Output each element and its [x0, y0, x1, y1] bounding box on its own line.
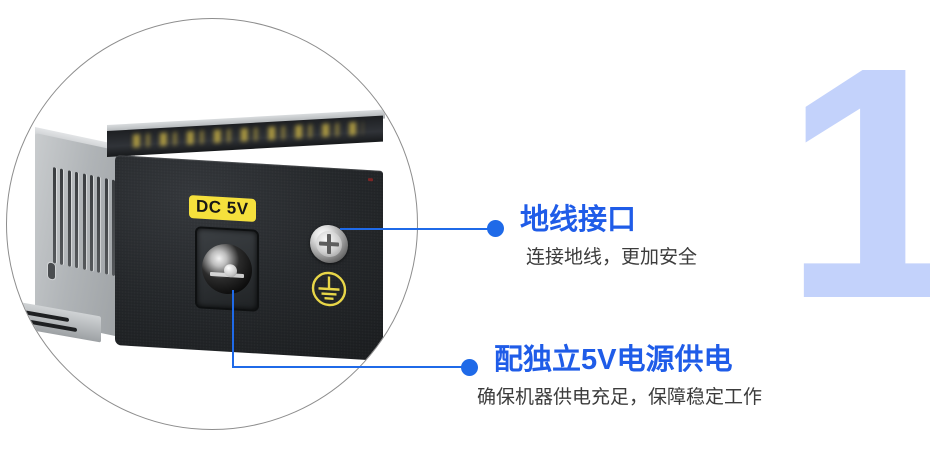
ventilation-slots-icon — [53, 167, 115, 277]
callout-1-title: 地线接口 — [520, 204, 637, 236]
dc-jack-barrel — [202, 242, 252, 296]
product-photo-circle: DC 5V — [6, 18, 418, 430]
callout-leader-line-2-vertical — [232, 290, 234, 368]
dc-power-jack — [195, 226, 259, 312]
callout-bullet-1 — [487, 220, 504, 237]
callout-bullet-2 — [461, 359, 478, 376]
dc-jack-center-pin — [224, 263, 237, 278]
product-photo: DC 5V — [7, 19, 417, 429]
callout-leader-line-1 — [340, 228, 490, 230]
callout-2-title: 配独立5V电源供电 — [494, 344, 733, 376]
step-number-watermark: 1 — [783, 0, 930, 367]
callout-2: 配独立5V电源供电 确保机器供电充足，保障稳定工作 — [477, 344, 762, 409]
side-port — [48, 262, 55, 280]
dc-power-label: DC 5V — [189, 195, 256, 222]
callout-2-subtitle: 确保机器供电充足，保障稳定工作 — [477, 387, 763, 409]
callout-leader-line-2-horizontal — [232, 366, 470, 368]
callout-1: 地线接口 连接地线，更加安全 — [520, 205, 697, 269]
callout-1-subtitle: 连接地线，更加安全 — [526, 247, 698, 269]
protective-earth-icon — [310, 269, 348, 309]
led-indicator — [368, 178, 373, 182]
